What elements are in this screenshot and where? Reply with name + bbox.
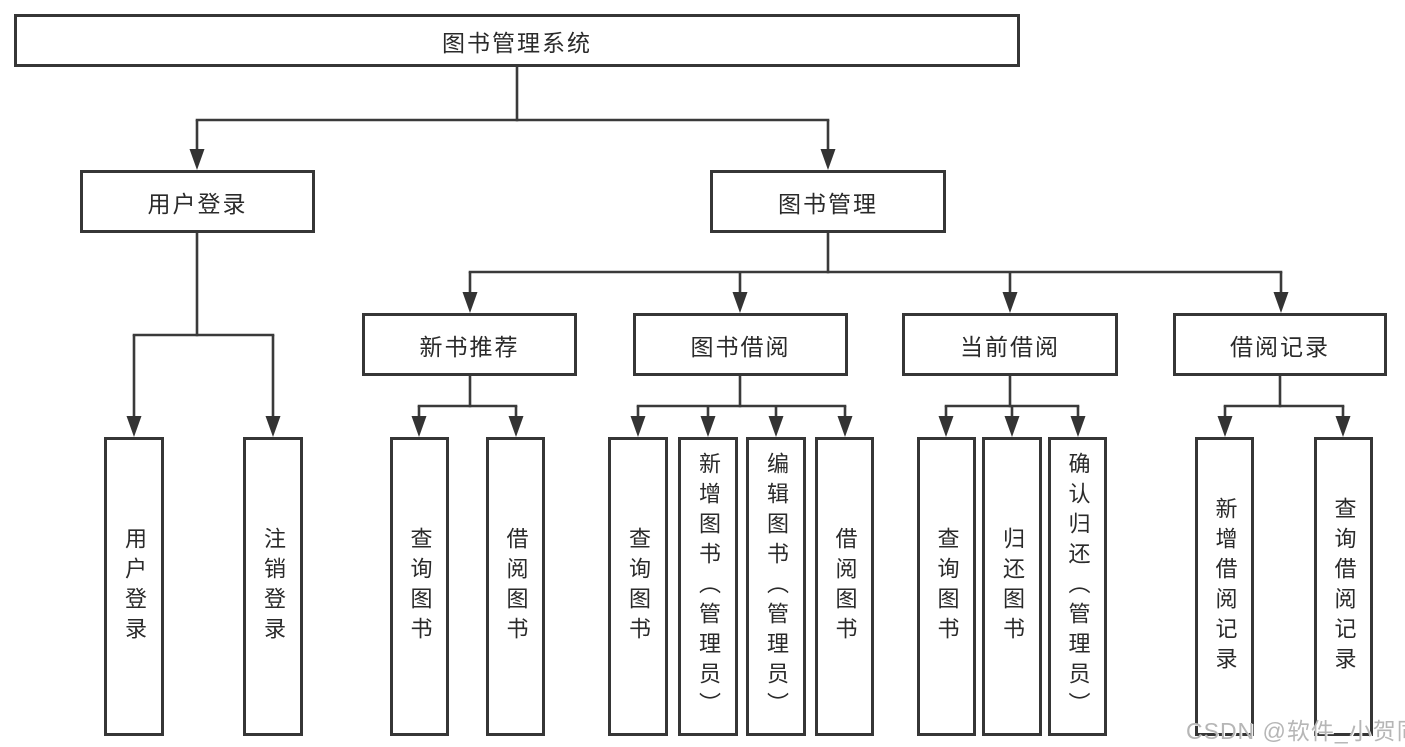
node-user-login: 用户登录 [80,170,315,233]
node-book-management-label: 图书管理 [778,190,878,217]
watermark: CSDN @软件_小贺同学 [1186,718,1405,744]
node-new-book-recommend-label: 新书推荐 [419,333,520,360]
node-new-book-recommend: 新书推荐 [362,313,577,376]
node-user-login-label: 用户登录 [147,190,248,217]
leaf-confirm-return-admin-label: 确认归还（管理员） [1065,451,1091,722]
leaf-borrow-book-1: 借阅图书 [486,437,545,736]
leaf-query-book-2-label: 查询图书 [626,526,651,647]
leaf-add-borrow-record: 新增借阅记录 [1195,437,1254,736]
leaf-logout: 注销登录 [243,437,303,736]
leaf-add-book-admin-label: 新增图书（管理员） [696,451,721,722]
node-book-borrow: 图书借阅 [633,313,848,376]
leaf-add-borrow-record-label: 新增借阅记录 [1212,496,1238,677]
node-root-label: 图书管理系统 [442,29,592,56]
node-borrow-record-label: 借阅记录 [1230,333,1330,360]
leaf-query-book-3: 查询图书 [917,437,976,736]
leaf-borrow-book-2-label: 借阅图书 [832,526,858,647]
leaf-confirm-return-admin: 确认归还（管理员） [1048,437,1107,736]
node-book-borrow-label: 图书借阅 [690,333,791,360]
leaf-borrow-book-1-label: 借阅图书 [503,526,529,647]
leaf-user-login: 用户登录 [104,437,164,736]
leaf-query-book-3-label: 查询图书 [934,526,960,647]
leaf-query-borrow-record-label: 查询借阅记录 [1331,496,1357,677]
node-book-management: 图书管理 [710,170,946,233]
leaf-edit-book-admin: 编辑图书（管理员） [746,437,806,736]
leaf-edit-book-admin-label: 编辑图书（管理员） [764,451,789,722]
leaf-query-borrow-record: 查询借阅记录 [1314,437,1373,736]
node-root: 图书管理系统 [14,14,1020,67]
leaf-add-book-admin: 新增图书（管理员） [678,437,738,736]
leaf-return-book-label: 归还图书 [1000,526,1025,647]
leaf-borrow-book-2: 借阅图书 [815,437,874,736]
leaf-query-book-1: 查询图书 [390,437,449,736]
leaf-query-book-1-label: 查询图书 [407,526,433,647]
leaf-user-login-label: 用户登录 [122,526,147,647]
leaf-return-book: 归还图书 [982,437,1042,736]
node-borrow-record: 借阅记录 [1173,313,1387,376]
leaf-logout-label: 注销登录 [261,526,286,647]
leaf-query-book-2: 查询图书 [608,437,668,736]
node-current-borrow: 当前借阅 [902,313,1118,376]
node-current-borrow-label: 当前借阅 [960,333,1060,360]
